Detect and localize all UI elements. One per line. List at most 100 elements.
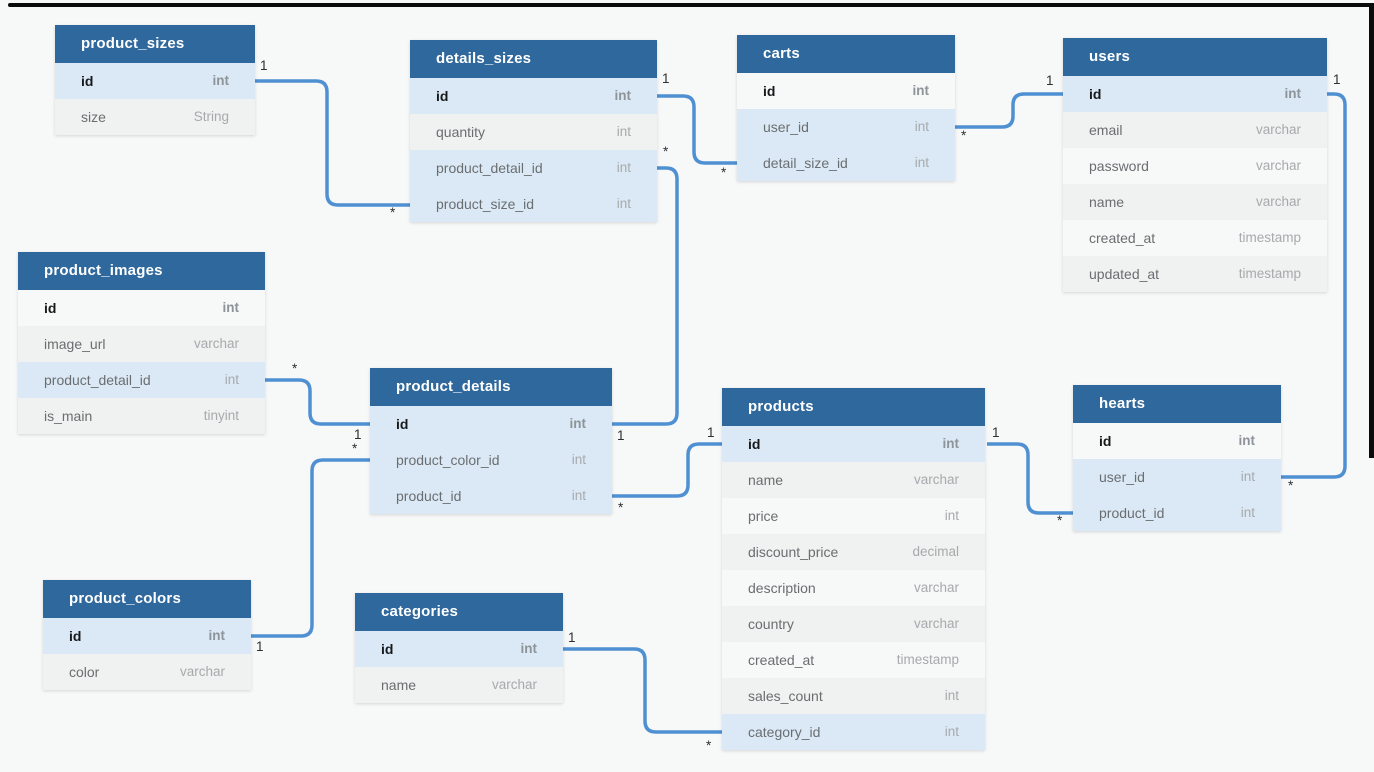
field-row-carts-user_id[interactable]: user_id int xyxy=(737,109,955,145)
field-name: id xyxy=(1089,86,1102,102)
table-header-product_colors[interactable]: product_colors xyxy=(43,580,251,618)
field-type: int xyxy=(912,83,930,98)
field-name: id xyxy=(69,628,82,644)
field-type: int xyxy=(942,436,960,451)
field-name: id xyxy=(81,73,94,89)
field-type: int xyxy=(914,119,929,134)
relationship-line-categories.id-products.category_id[interactable] xyxy=(563,647,722,734)
field-name: category_id xyxy=(748,724,821,740)
field-row-categories-name[interactable]: name varchar xyxy=(355,667,563,703)
relationship-line-products.id-hearts.product_id[interactable] xyxy=(987,442,1073,515)
relationship-line-details_sizes.product_detail_id-product_details.id[interactable] xyxy=(612,166,679,426)
table-header-carts[interactable]: carts xyxy=(737,35,955,73)
table-header-categories[interactable]: categories xyxy=(355,593,563,631)
table-header-product_details[interactable]: product_details xyxy=(370,368,612,406)
relationship-line-details_sizes.id-carts.detail_size_id[interactable] xyxy=(657,94,737,165)
relationship-line-carts.user_id-users.id[interactable] xyxy=(955,92,1063,129)
window-right-border xyxy=(1369,3,1374,458)
table-header-product_images[interactable]: product_images xyxy=(18,252,265,290)
field-row-users-id[interactable]: id int xyxy=(1063,76,1327,112)
relationship-line-product_colors.id-product_details.product_color_id[interactable] xyxy=(250,458,370,638)
field-row-details_sizes-product_size_id[interactable]: product_size_id int xyxy=(410,186,657,222)
table-header-details_sizes[interactable]: details_sizes xyxy=(410,40,657,78)
field-name: price xyxy=(748,508,779,524)
field-name: password xyxy=(1089,158,1149,174)
field-type: int xyxy=(1284,86,1302,101)
cardinality-label: * xyxy=(1057,513,1063,528)
cardinality-label: * xyxy=(352,441,358,456)
relationship-line-users.id-hearts.user_id[interactable] xyxy=(1280,92,1347,479)
cardinality-label: * xyxy=(961,128,967,143)
field-type: timestamp xyxy=(896,652,959,667)
field-row-product_colors-id[interactable]: id int xyxy=(43,618,251,654)
field-name: updated_at xyxy=(1089,266,1160,282)
field-row-product_sizes-id[interactable]: id int xyxy=(55,63,255,99)
field-type: int xyxy=(616,196,631,211)
table-header-hearts[interactable]: hearts xyxy=(1073,385,1281,423)
field-name: email xyxy=(1089,122,1123,138)
field-type: int xyxy=(212,73,230,88)
field-type: int xyxy=(616,160,631,175)
field-name: name xyxy=(381,677,417,693)
field-type: int xyxy=(222,300,240,315)
relationship-line-product_images.product_detail_id-product_details.id[interactable] xyxy=(265,378,370,426)
field-type: int xyxy=(208,628,226,643)
field-type: int xyxy=(1240,505,1255,520)
field-type: varchar xyxy=(491,677,537,692)
relationship-line-product_sizes.id-details_sizes.product_size_id[interactable] xyxy=(255,79,410,207)
cardinality-label: * xyxy=(706,738,712,753)
relationship-line-product_details.product_id-products.id[interactable] xyxy=(612,442,722,498)
table-header-users[interactable]: users xyxy=(1063,38,1327,76)
field-name: user_id xyxy=(763,119,809,135)
field-name: product_size_id xyxy=(436,196,535,212)
table-header-product_sizes[interactable]: product_sizes xyxy=(55,25,255,63)
field-type: varchar xyxy=(913,616,959,631)
field-name: product_detail_id xyxy=(44,372,151,388)
field-type: String xyxy=(193,109,229,124)
table-header-products[interactable]: products xyxy=(722,388,985,426)
